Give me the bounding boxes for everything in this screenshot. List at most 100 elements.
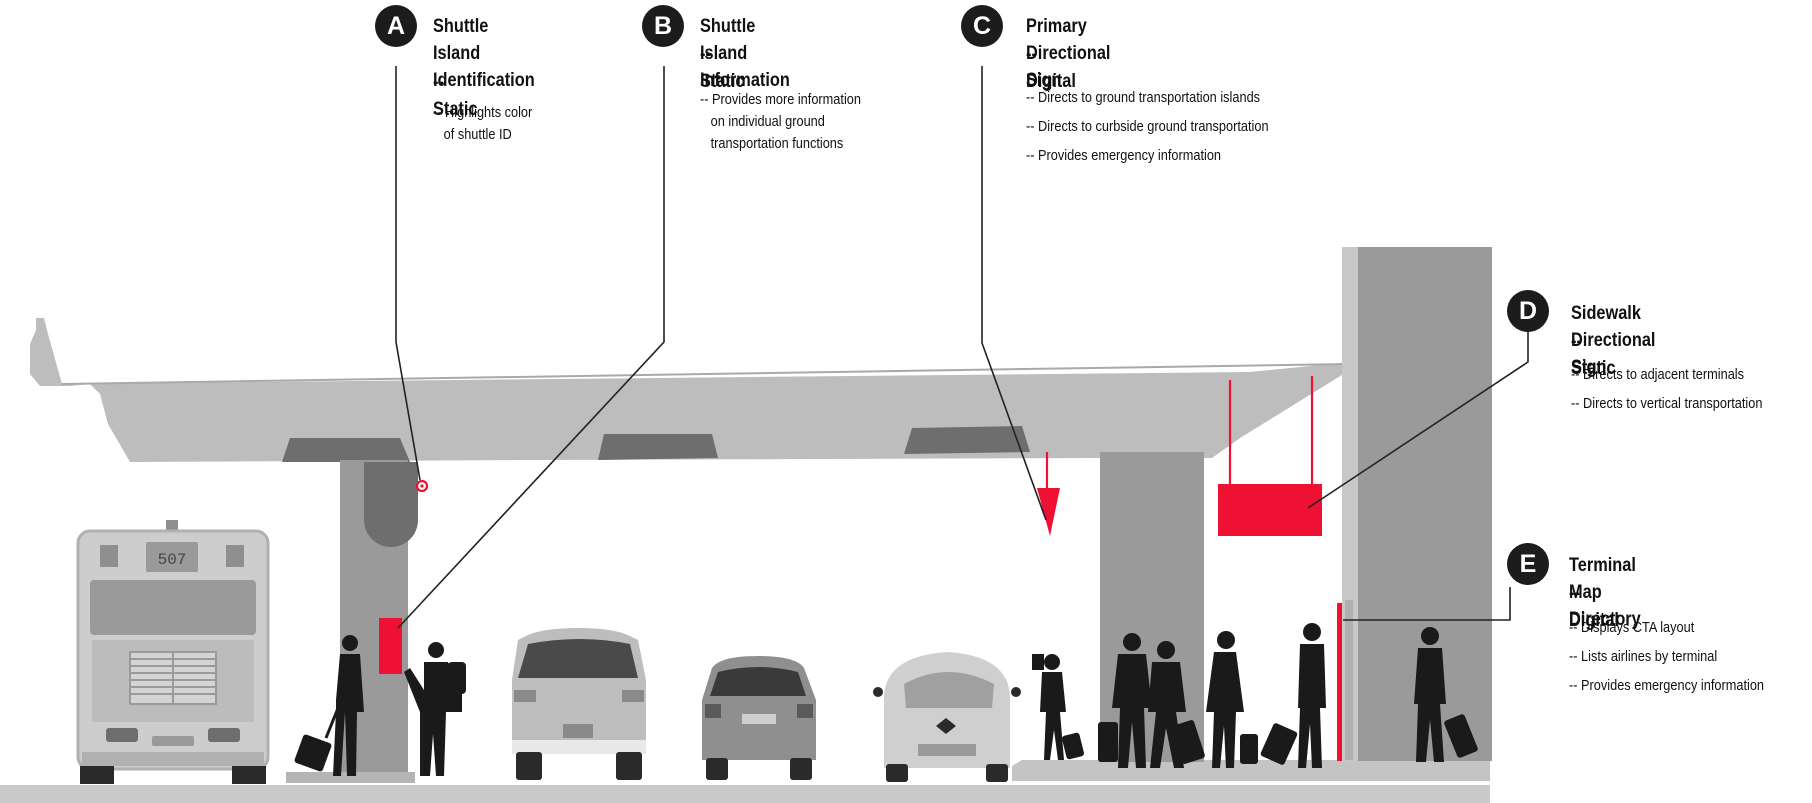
callout-b-title: Shuttle Island Information [700,16,790,91]
badge-e: E [1507,543,1549,585]
callout-e-line-1: -- Displays CTA layout [1569,620,1695,636]
sidewalk-right [1012,760,1490,781]
callout-c-title: Primary Directional Sign [1026,16,1111,91]
callout-b-line-3: transportation functions [700,136,844,152]
coupe-car-mirror-left [873,687,883,697]
shuttle-id-marker-dot [420,484,424,488]
coupe-car-mirror-right [1011,687,1021,697]
badge-c: C [961,5,1003,47]
traveler-7 [1260,623,1326,768]
leader-line-d [1307,332,1529,509]
badge-b: B [642,5,684,47]
bus-wheel-right [232,766,266,784]
sidewalk-sign-board [1218,484,1322,536]
callout-b-description: -- Provides more information on individu… [700,89,861,155]
bus-windshield [90,580,256,635]
compact-car-window [710,667,806,696]
bus-light-left [106,728,138,742]
tower-shadow-strip [1345,600,1353,760]
callout-d-line-2: -- Directs to vertical transportation [1571,396,1763,412]
bus-bumper [82,752,264,766]
callout-c-line-1: -- Directs to ground transportation isla… [1026,90,1261,106]
deck-band-1 [282,438,410,462]
bus-route-display [146,542,198,572]
traveler-2 [404,642,466,776]
compact-car [702,656,816,780]
traveler-3 [1032,654,1084,760]
callout-a-line-2: of shuttle ID [433,127,512,143]
callout-a-description: -- Highlights color of shuttle ID [433,102,532,146]
bus-route-number: 507 [158,551,187,569]
shuttle-bus: 507 [76,520,270,784]
suv-window [518,639,638,678]
column-left-cap [364,462,418,547]
callout-c-line-2: -- Directs to curbside ground transporta… [1026,119,1269,135]
callout-e-title: Terminal Map Directory [1569,555,1641,630]
callout-c-line-3: -- Provides emergency information [1026,148,1222,164]
leader-line-b [397,66,665,629]
suv-bumper [512,740,646,754]
coupe-car-grille [918,744,976,756]
badge-a: A [375,5,417,47]
callout-b-line-2: on individual ground [700,114,825,130]
coupe-car-wheel-left [886,764,908,782]
callout-e-type: -- Digital [1569,583,1619,631]
traveler-8 [1414,627,1478,762]
shuttle-info-panel [379,618,402,674]
compact-car-taillight-right [797,704,813,718]
callout-d-line-1: -- Directs to adjacent terminals [1571,367,1745,383]
callout-a-type: -- Static [433,72,478,120]
curb-left [286,772,415,783]
deck-band-3 [904,426,1030,454]
traveler-4 [1098,633,1152,768]
bus-headlamp-right-top [226,545,244,567]
callout-c-description: -- Directs to ground transportation isla… [1026,87,1269,174]
traveler-5 [1148,641,1205,768]
bus-light-right [208,728,240,742]
bus-grille-bars [130,652,216,704]
suv-taillight-left [514,690,536,702]
compact-car-wheel-right [790,758,812,780]
bus-wheel-left [80,766,114,784]
compact-car-plate [742,714,776,724]
callout-c-type: -- Digital [1026,44,1076,92]
elevated-roadway [30,318,1350,462]
callout-b-line-1: -- Provides more information [700,92,861,108]
suv-wheel-left [516,752,542,780]
callout-e-line-2: -- Lists airlines by terminal [1569,649,1718,665]
traveler-1 [294,635,364,776]
primary-sign [1037,488,1060,536]
suv-wheel-right [616,752,642,780]
terminal-map-kiosk [1337,603,1342,761]
column-center-right [1100,452,1204,762]
leader-line-e [1343,587,1511,621]
compact-car-taillight-left [705,704,721,718]
callout-d-type: -- Static [1571,331,1616,379]
suv-plate [563,724,593,738]
badge-d: D [1507,290,1549,332]
coupe-car-wheel-right [986,764,1008,782]
bus-plate [152,736,194,746]
leader-line-c [981,66,1047,521]
coupe-car-emblem [936,718,956,734]
traveler-6 [1206,631,1258,768]
suv-taillight-right [622,690,644,702]
bus-headlamp-left-top [100,545,118,567]
ground-strip [0,785,1490,803]
callout-d-description: -- Directs to adjacent terminals -- Dire… [1571,364,1762,422]
coupe-car-window [904,672,994,708]
callout-a-line-1: -- Highlights color [433,105,533,121]
callout-e-description: -- Displays CTA layout -- Lists airlines… [1569,617,1764,704]
roadway-top-edge [61,363,1351,385]
callout-d-title: Sidewalk Directional Sign [1571,303,1656,378]
bus-body-shade [76,529,270,771]
coupe-car [873,652,1021,782]
leader-line-a [395,66,421,481]
callout-e-line-3: -- Provides emergency information [1569,678,1765,694]
pedestrians [294,623,1478,776]
compact-car-wheel-left [706,758,728,780]
deck-band-2 [598,434,718,460]
callout-a-title: Shuttle Island Identification [433,16,535,91]
